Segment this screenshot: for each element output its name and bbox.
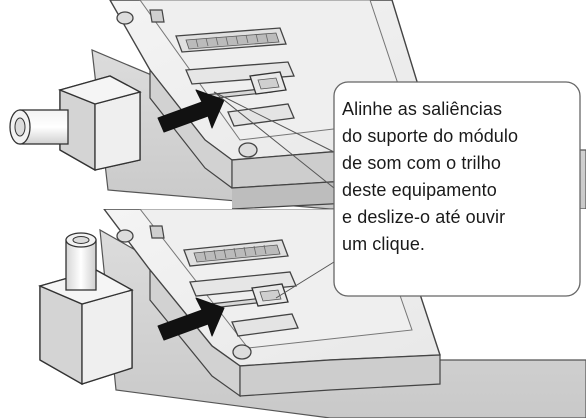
callout-line: de som com o trilho (342, 153, 501, 173)
callout-line: deste equipamento (342, 180, 497, 200)
screw-hole (116, 11, 134, 25)
callout-text: Alinhe as saliências do suporte do módul… (342, 96, 578, 258)
callout-line: do suporte do módulo (342, 126, 519, 146)
audio-connector-vertical (38, 232, 134, 386)
audio-connector-horizontal (9, 75, 142, 172)
insert-arrow (157, 297, 225, 341)
screw-hole (116, 229, 134, 243)
screw-hole (238, 142, 258, 158)
callout-line: e deslize-o até ouvir (342, 207, 506, 227)
callout-box (333, 81, 581, 297)
callout-line: um clique. (342, 234, 426, 254)
screw-hole (232, 344, 252, 360)
callout-line: Alinhe as saliências (342, 99, 503, 119)
insert-arrow (157, 89, 225, 133)
